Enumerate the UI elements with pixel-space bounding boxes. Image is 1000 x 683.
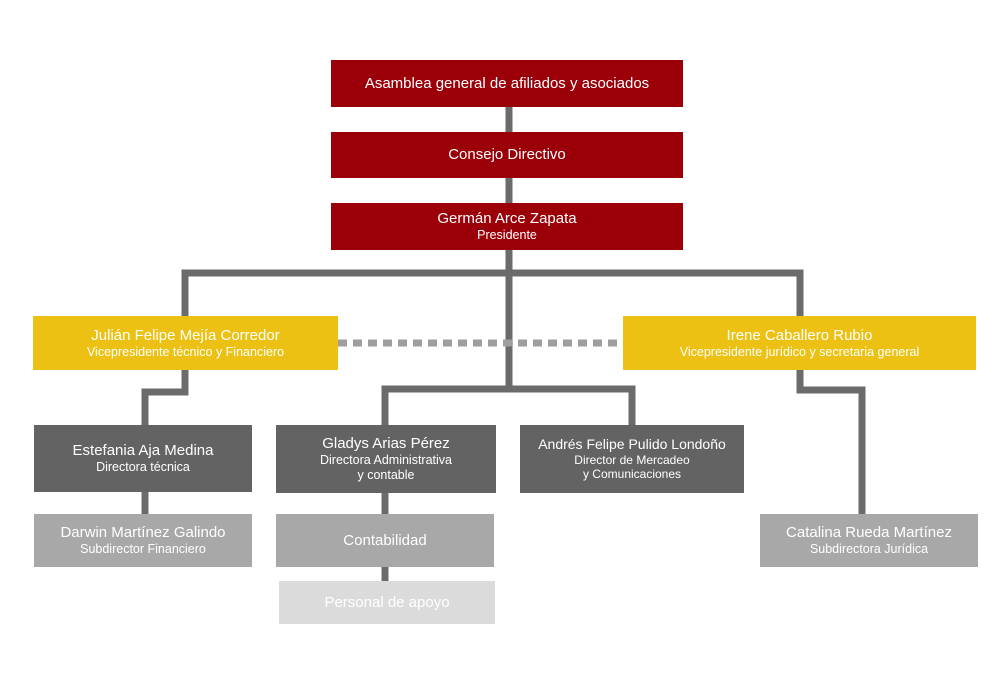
box-vp-tecnico-financiero: Julián Felipe Mejía Corredor Vicepreside… [33, 316, 338, 370]
person-name: Estefania Aja Medina [72, 442, 214, 459]
box-vp-juridico: Irene Caballero Rubio Vicepresidente jur… [623, 316, 976, 370]
box-directora-tecnica: Estefania Aja Medina Directora técnica [34, 425, 252, 492]
box-asamblea-general: Asamblea general de afiliados y asociado… [331, 60, 683, 107]
person-role: Vicepresidente jurídico y secretaria gen… [679, 344, 920, 359]
person-name: Andrés Felipe Pulido Londoño [538, 436, 726, 453]
person-role-line-1: Director de Mercadeo [574, 453, 690, 467]
box-presidente: Germán Arce Zapata Presidente [331, 203, 683, 250]
person-role-line-2: y Comunicaciones [582, 467, 682, 482]
box-title: Personal de apoyo [324, 593, 450, 611]
person-role: Directora técnica [96, 460, 190, 474]
box-personal-de-apoyo: Personal de apoyo [279, 581, 495, 624]
box-subdirector-financiero: Darwin Martínez Galindo Subdirector Fina… [34, 514, 252, 567]
box-title: Contabilidad [343, 531, 427, 549]
box-title: Consejo Directivo [448, 146, 566, 163]
person-role-line-1: Directora Administrativa [320, 453, 452, 467]
person-role: Vicepresidente técnico y Financiero [86, 344, 285, 359]
person-role: Subdirector Financiero [80, 542, 206, 556]
person-role: Presidente [477, 228, 537, 242]
box-subdirectora-juridica: Catalina Rueda Martínez Subdirectora Jur… [760, 514, 978, 567]
box-director-mercadeo: Andrés Felipe Pulido Londoño Director de… [520, 425, 744, 493]
box-title: Asamblea general de afiliados y asociado… [364, 74, 650, 92]
box-directora-administrativa: Gladys Arias Pérez Directora Administrat… [276, 425, 496, 493]
person-name: Julián Felipe Mejía Corredor [91, 326, 280, 344]
person-name: Gladys Arias Pérez [322, 435, 450, 452]
person-name: Irene Caballero Rubio [726, 326, 873, 344]
person-role: Subdirectora Jurídica [809, 542, 929, 556]
person-name: Catalina Rueda Martínez [786, 524, 952, 541]
box-contabilidad: Contabilidad [276, 514, 494, 567]
connector-vp-juridico-to-sub-juridica [796, 366, 866, 518]
person-name: Germán Arce Zapata [437, 210, 577, 227]
box-consejo-directivo: Consejo Directivo [331, 132, 683, 178]
person-name: Darwin Martínez Galindo [60, 524, 226, 541]
connector-vp-tecnico-to-dir-tecnica [141, 366, 189, 429]
person-role-line-2: y contable [357, 468, 415, 482]
